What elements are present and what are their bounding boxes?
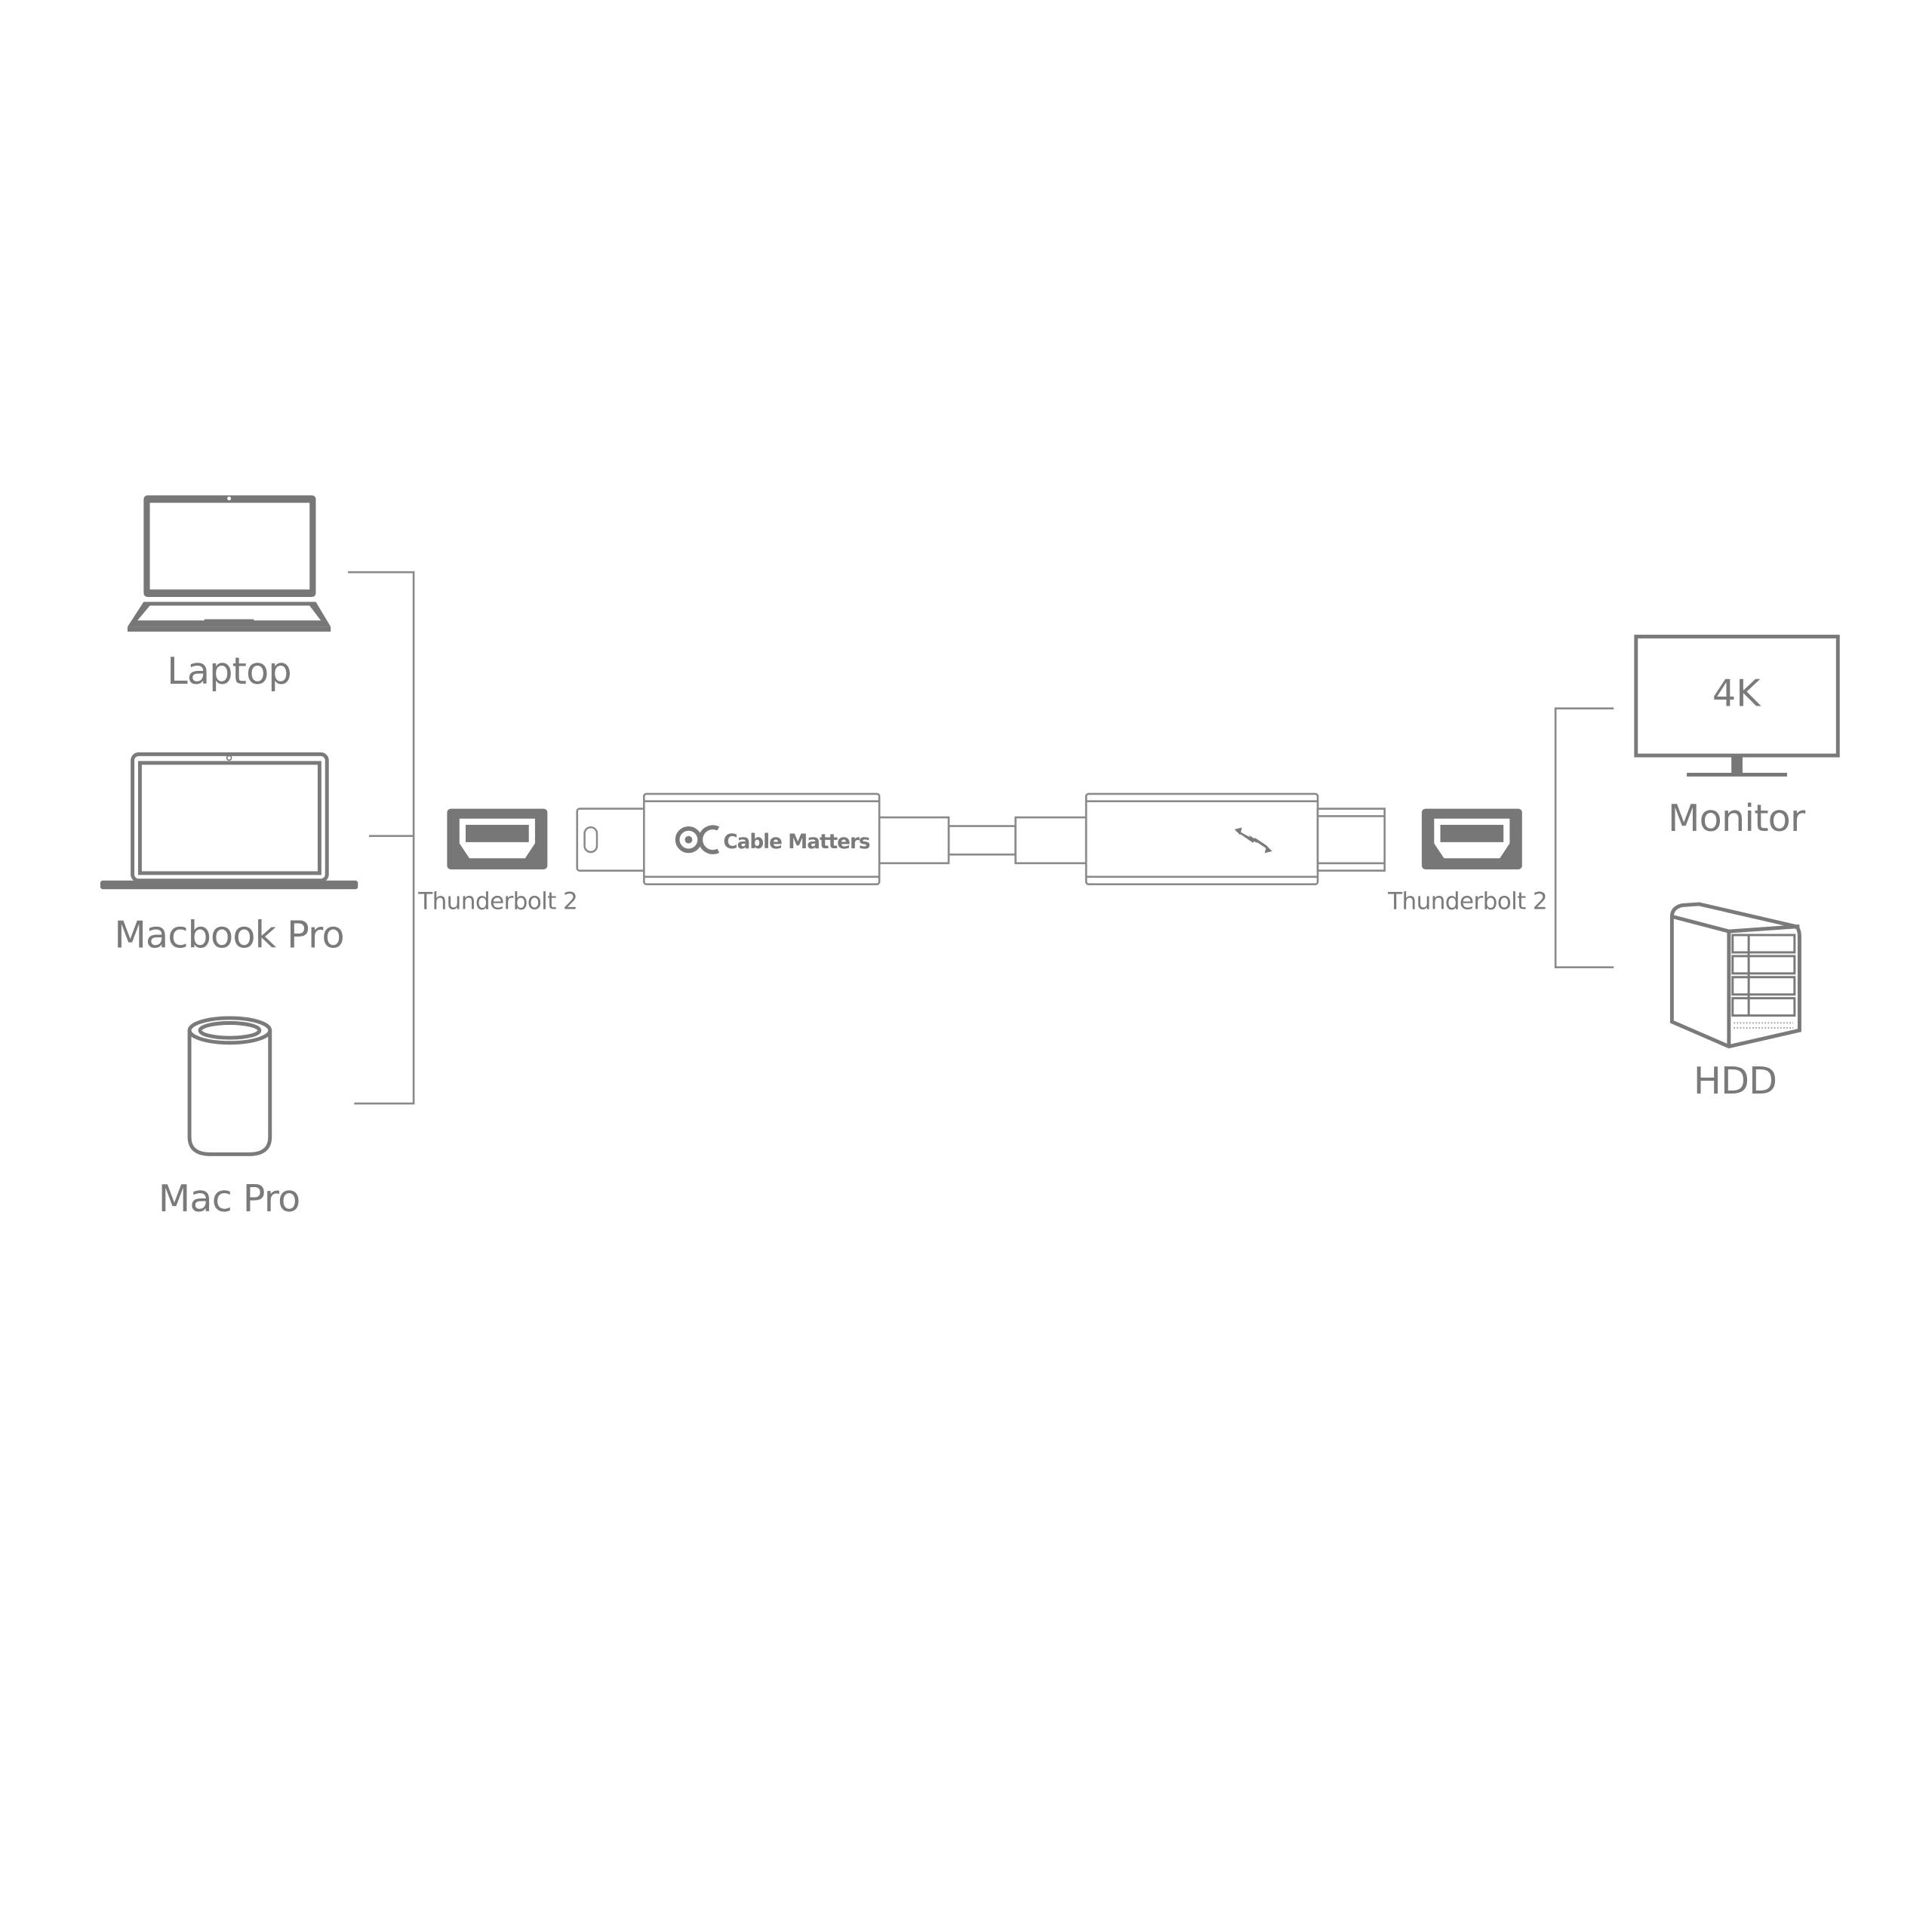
- monitor-screen-text: 4K: [1712, 671, 1761, 715]
- target-label-monitor: Monitor: [1668, 796, 1806, 840]
- target-label-hdd: HDD: [1694, 1059, 1777, 1103]
- macbook-icon: [100, 752, 358, 890]
- source-label-mac-pro: Mac Pro: [158, 1177, 300, 1220]
- source-label-laptop: Laptop: [167, 649, 291, 693]
- thunderbolt-port-icon-left: [447, 808, 548, 869]
- laptop-icon: [128, 495, 331, 632]
- source-label-macbook-pro: Macbook Pro: [114, 912, 343, 956]
- hdd-icon: [1669, 902, 1801, 1049]
- monitor-icon: 4K: [1634, 635, 1840, 777]
- port-label-left: Thunderbolt 2: [417, 888, 577, 915]
- thunderbolt-cable: Cable Matters: [576, 792, 1386, 886]
- thunderbolt-icon: [1234, 827, 1272, 854]
- target-bracket: [1554, 707, 1614, 968]
- thunderbolt-port-icon-right: [1421, 808, 1522, 869]
- source-bracket: [348, 571, 415, 1105]
- brand-text: Cable Matters: [723, 831, 870, 854]
- port-label-right: Thunderbolt 2: [1387, 888, 1547, 915]
- cable-matters-logo: Cable Matters: [675, 825, 871, 854]
- mac-pro-icon: [187, 1016, 272, 1156]
